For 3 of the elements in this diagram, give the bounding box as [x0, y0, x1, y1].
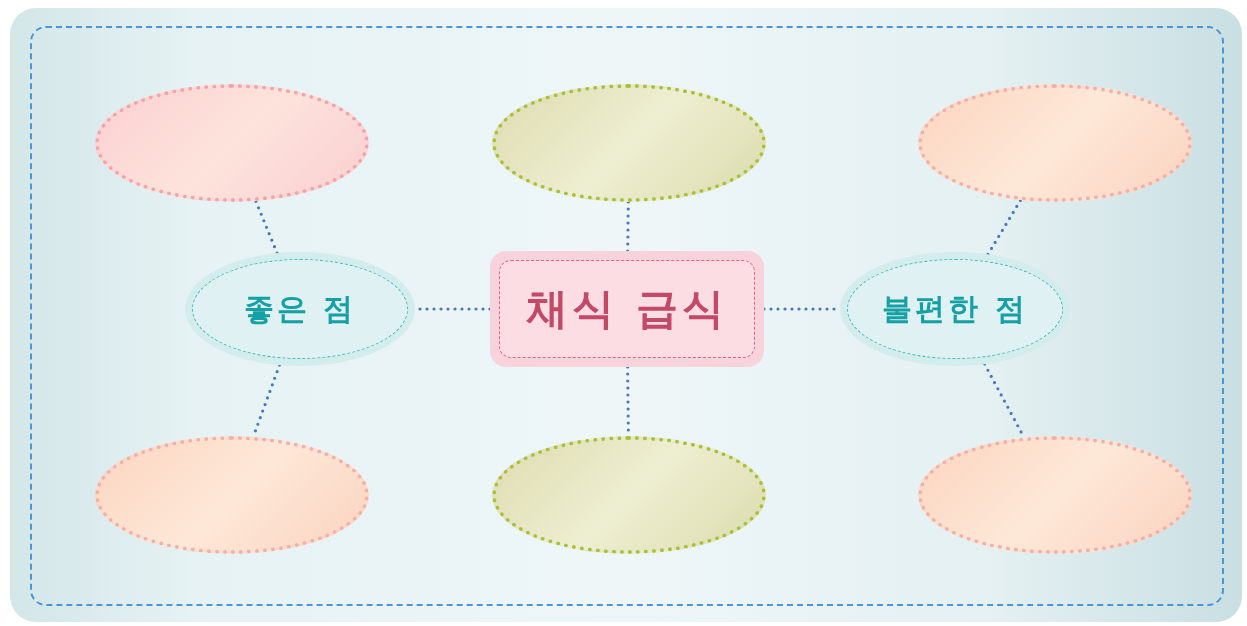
connector-line — [626, 200, 630, 253]
connector-line — [254, 199, 279, 255]
topic-box: 채식 급식 — [490, 251, 764, 367]
